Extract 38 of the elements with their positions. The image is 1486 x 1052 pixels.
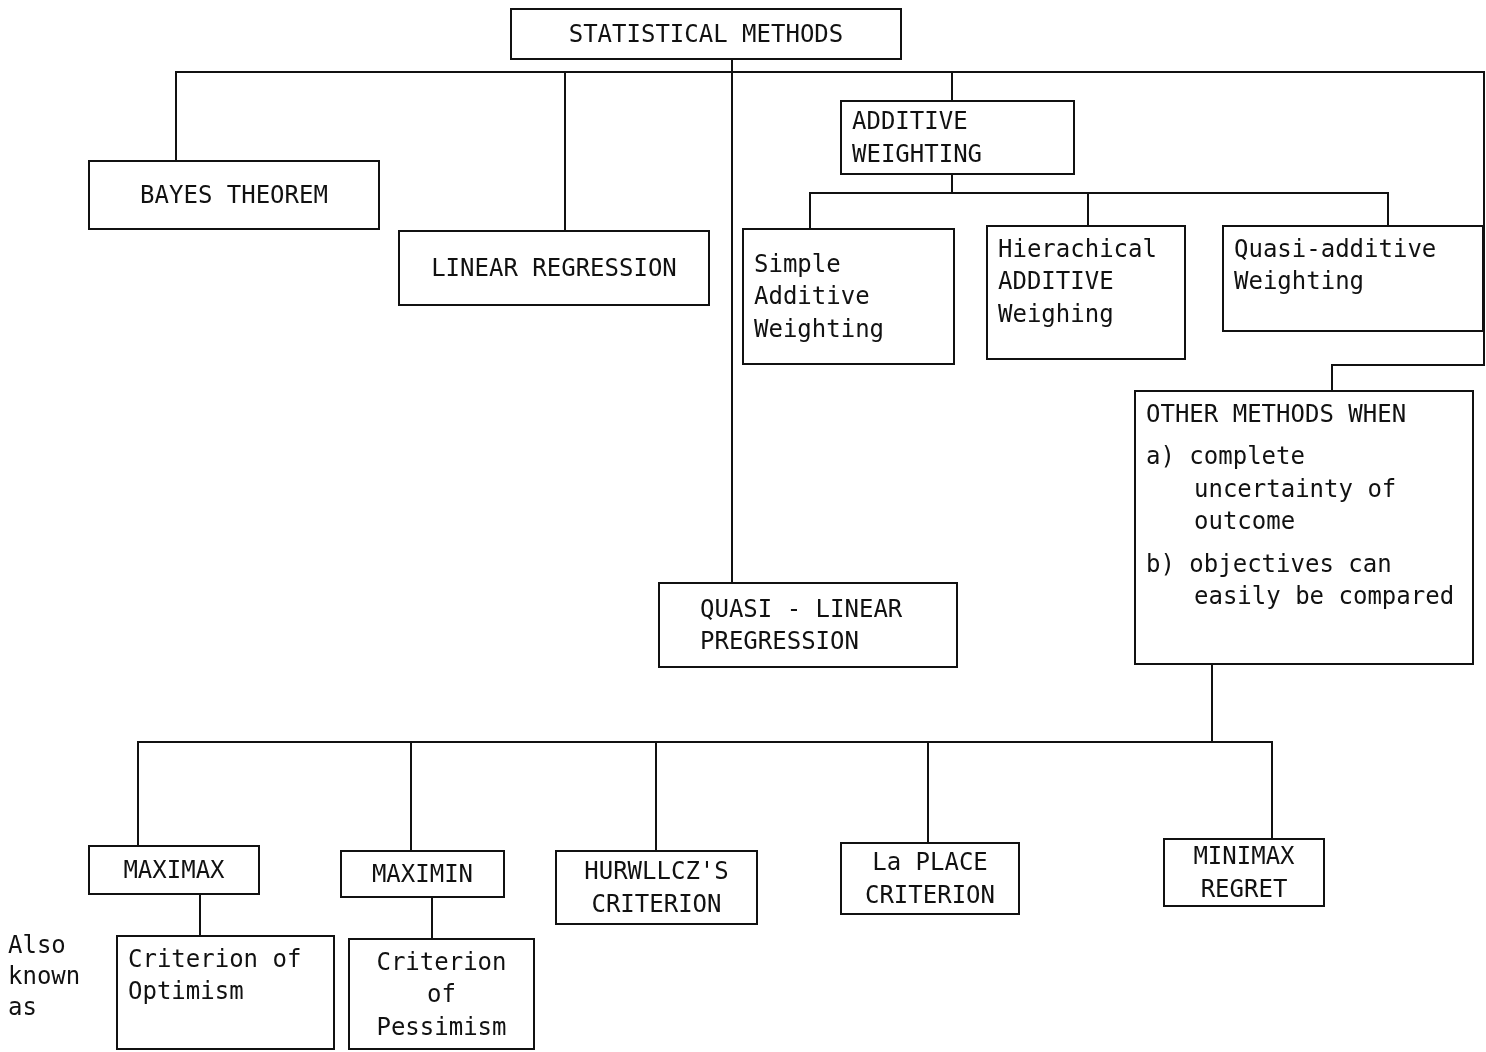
box-text: OTHER METHODS WHEN bbox=[1146, 399, 1407, 430]
method-box bbox=[986, 225, 1186, 360]
box-text: LINEAR REGRESSION bbox=[431, 252, 677, 284]
method-box bbox=[742, 228, 955, 365]
method-box bbox=[348, 938, 535, 1050]
box-text: MAXIMAX bbox=[123, 854, 225, 886]
box-text: MINIMAX REGRET bbox=[1192, 841, 1296, 905]
method-box bbox=[1222, 225, 1484, 332]
note-text: Also known as bbox=[8, 930, 82, 1024]
method-box bbox=[1163, 838, 1325, 907]
box-text: HURWLLCZ'S CRITERION bbox=[583, 856, 730, 920]
method-box bbox=[555, 850, 758, 925]
connector-line bbox=[1211, 664, 1273, 839]
box-text: Criterion of Pessimism bbox=[375, 947, 508, 1043]
box-text: BAYES THEOREM bbox=[140, 179, 328, 211]
connector-line bbox=[199, 894, 201, 936]
box-text: Simple Additive Weighting bbox=[754, 248, 886, 345]
method-box bbox=[1134, 390, 1474, 665]
method-box bbox=[88, 160, 380, 230]
box-text: La PLACE CRITERION bbox=[863, 847, 996, 911]
box-text: Quasi-additive Weighting bbox=[1234, 234, 1438, 298]
method-box bbox=[840, 100, 1075, 175]
box-text: Criterion of Optimism bbox=[128, 944, 303, 1008]
method-box bbox=[340, 850, 505, 898]
box-text: a) complete uncertainty of outcome bbox=[1146, 441, 1398, 538]
connector-line bbox=[431, 897, 433, 939]
method-box bbox=[88, 845, 260, 895]
box-text: QUASI - LINEAR PREGRESSION bbox=[700, 593, 904, 657]
method-box bbox=[840, 842, 1020, 915]
box-text: b) objectives can easily be compared bbox=[1146, 548, 1456, 612]
method-box bbox=[658, 582, 958, 668]
box-text: Hierachical ADDITIVE Weighing bbox=[998, 234, 1158, 330]
box-text: STATISTICAL METHODS bbox=[568, 18, 844, 50]
method-box bbox=[116, 935, 335, 1050]
method-box bbox=[510, 8, 902, 60]
box-text: MAXIMIN bbox=[371, 858, 474, 890]
box-text: ADDITIVE WEIGHTING bbox=[852, 106, 984, 170]
method-box bbox=[398, 230, 710, 306]
